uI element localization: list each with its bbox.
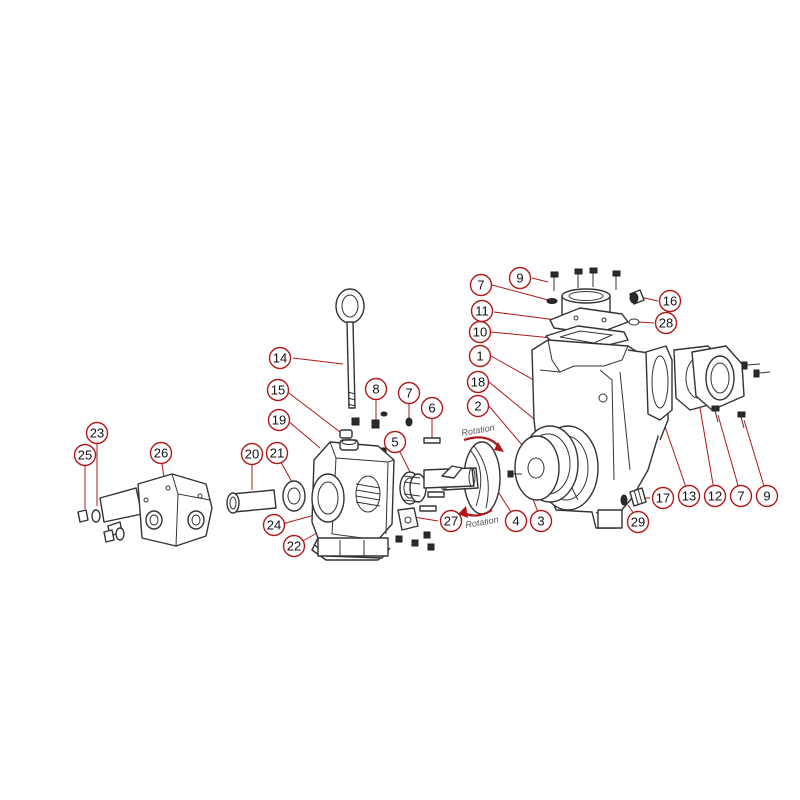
callout-5: 5: [383, 430, 407, 454]
callout-label: 14: [273, 351, 287, 366]
callout-label: 17: [656, 491, 670, 506]
callout-10: 10: [468, 320, 492, 344]
callout-label: 3: [537, 514, 544, 529]
lifting-eye-bolt: [335, 288, 365, 409]
hex-nut: [77, 509, 89, 523]
suction-flange-assembly: [545, 267, 645, 349]
callout-15: 15: [266, 378, 290, 402]
callout-label: 8: [372, 382, 379, 397]
callout-label: 13: [682, 489, 696, 504]
callout-label: 4: [512, 514, 519, 529]
seal-cover: [397, 507, 419, 531]
nut: [351, 417, 360, 426]
callout-label: 7: [405, 386, 412, 401]
callout-25: 25: [73, 443, 97, 467]
rotation-label-bottom: Rotation: [465, 514, 500, 530]
callout-16: 16: [658, 289, 682, 313]
flange-plate: [549, 307, 629, 335]
callout-21: 21: [265, 441, 289, 465]
stud: [419, 505, 437, 512]
drive-coupling: [226, 480, 306, 514]
nut: [371, 419, 380, 429]
discharge-bolts: [711, 361, 771, 429]
drain-plug: [620, 487, 647, 507]
callout-19: 19: [267, 408, 291, 432]
callout-7: 7: [729, 484, 753, 508]
callout-26: 26: [149, 441, 173, 465]
callout-label: 25: [78, 448, 92, 463]
bearing-bore: [311, 473, 345, 523]
callout-23: 23: [85, 421, 109, 445]
callout-6: 6: [420, 396, 444, 420]
bearing-housing: [311, 439, 395, 561]
callout-9: 9: [755, 484, 779, 508]
callout-17: 17: [651, 486, 675, 510]
callout-label: 27: [444, 514, 458, 529]
callout-label: 10: [473, 325, 487, 340]
washer: [546, 298, 558, 304]
callout-label: 23: [90, 426, 104, 441]
lock-washer: [91, 509, 101, 523]
callout-label: 19: [272, 413, 286, 428]
callout-label: 15: [271, 383, 285, 398]
drain-seal: [620, 494, 628, 506]
flange-bolts: [550, 267, 621, 291]
callout-7: 7: [469, 273, 493, 297]
callout-20: 20: [240, 442, 264, 466]
callout-label: 18: [471, 375, 485, 390]
callout-4: 4: [504, 509, 528, 533]
callout-label: 11: [475, 304, 489, 319]
callout-3: 3: [529, 509, 553, 533]
stud: [427, 491, 445, 498]
callout-13: 13: [677, 484, 701, 508]
stud: [423, 437, 441, 444]
callout-label: 26: [154, 446, 168, 461]
callout-27: 27: [439, 509, 463, 533]
callout-label: 16: [663, 294, 677, 309]
wear-plate-assembly: [507, 425, 579, 503]
callout-label: 7: [737, 489, 744, 504]
callout-label: 22: [287, 539, 301, 554]
callout-28: 28: [654, 311, 678, 335]
callout-12: 12: [703, 484, 727, 508]
callout-label: 28: [659, 316, 673, 331]
callout-label: 1: [476, 349, 483, 364]
mechanical-seal: [399, 471, 427, 505]
callout-2: 2: [466, 394, 490, 418]
callout-label: 6: [428, 401, 435, 416]
coupling-disc: [282, 480, 306, 512]
wear-plate: [514, 435, 560, 501]
washer: [405, 417, 413, 427]
callout-label: 9: [763, 489, 770, 504]
callout-24: 24: [262, 513, 286, 537]
rotation-label-top: Rotation: [461, 422, 496, 438]
callout-9: 9: [508, 266, 532, 290]
pump-shaft: [423, 465, 476, 489]
callout-7: 7: [397, 381, 421, 405]
cap-nut: [339, 429, 353, 439]
callout-label: 5: [391, 435, 398, 450]
callout-label: 24: [267, 518, 281, 533]
callout-22: 22: [282, 534, 306, 558]
callout-11: 11: [470, 299, 494, 323]
callout-1: 1: [468, 344, 492, 368]
callout-label: 12: [708, 489, 722, 504]
motor-shaft-housing: [99, 487, 143, 523]
callout-label: 7: [477, 278, 484, 293]
o-ring: [628, 318, 640, 326]
callouts: 9 7 16 11 28 10 1 14: [73, 266, 779, 558]
motor-fasteners: [77, 509, 125, 543]
callout-8: 8: [364, 377, 388, 401]
callout-18: 18: [466, 370, 490, 394]
callout-label: 2: [474, 399, 481, 414]
callout-label: 21: [270, 446, 284, 461]
callout-label: 29: [631, 515, 645, 530]
callout-14: 14: [268, 346, 292, 370]
callout-29: 29: [626, 510, 650, 534]
callout-label: 20: [245, 447, 259, 462]
callout-label: 9: [516, 271, 523, 286]
discharge-flange-assembly: [645, 345, 771, 429]
